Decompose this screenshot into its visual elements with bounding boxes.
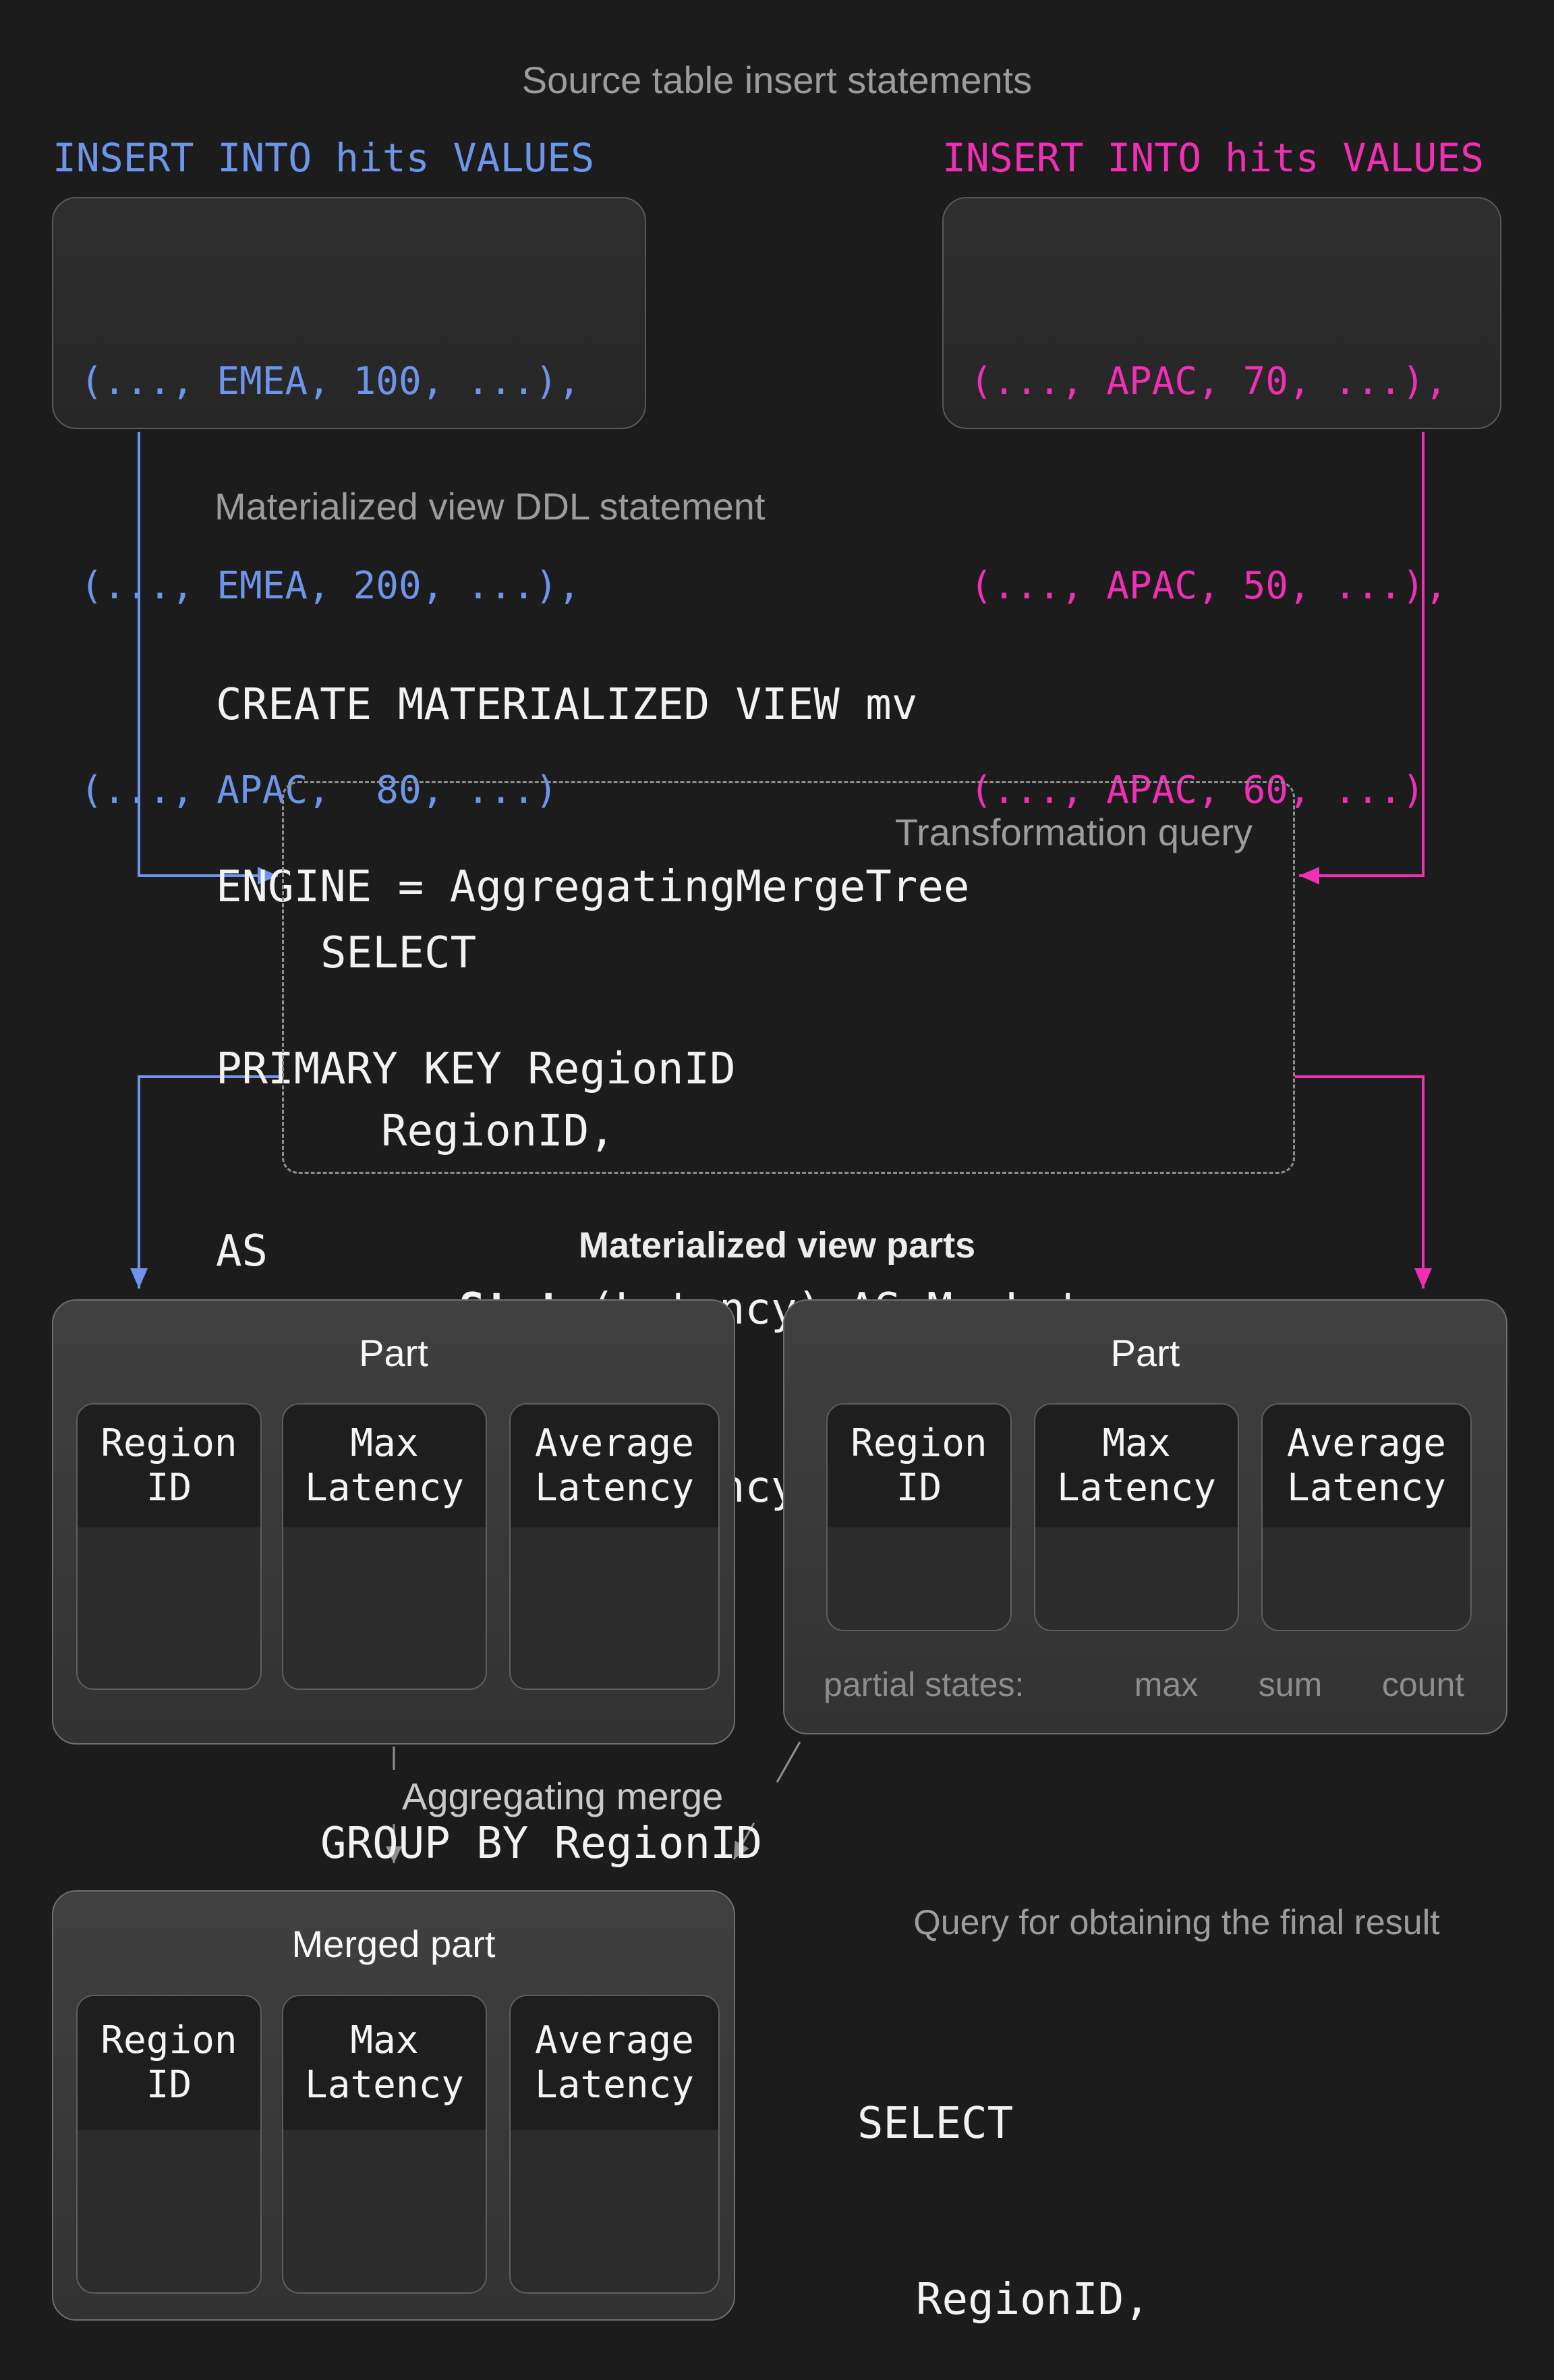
partial-state-max: max	[1134, 1666, 1199, 1703]
ddl-code-line: PRIMARY KEY RegionID	[216, 1044, 736, 1094]
insert-left-rows: (..., EMEA, 100, ...), (..., EMEA, 200, …	[80, 211, 581, 961]
column-values: 200 80	[283, 2130, 486, 2292]
column-header: Max Latency	[283, 1996, 486, 2130]
insert-right-rows: (..., APAC, 70, ...), (..., APAC, 50, ..…	[970, 211, 1447, 961]
column-header: Average Latency	[1263, 1405, 1470, 1527]
part-left-region-column: Region ID EMEA APAC	[76, 1403, 262, 1690]
insert-left-box	[52, 197, 646, 429]
cell-value: 200	[283, 2288, 486, 2292]
part-right-region-column: Region ID APAC	[826, 1403, 1012, 1631]
ddl-code-line: AS	[216, 1226, 268, 1276]
column-values: 200 80	[283, 1527, 486, 1689]
column-header: Region ID	[78, 1996, 260, 2130]
column-values: 180, 3	[1263, 1527, 1470, 1630]
final-query-label: Query for obtaining the final result	[913, 1903, 1440, 1942]
cell-value: EMEA	[78, 2288, 260, 2292]
part-left-panel: Part Region ID EMEA APAC Max Latency 200…	[52, 1299, 735, 1745]
column-values: EMEA APAC	[78, 2130, 260, 2292]
insert-left-row: (..., APAC, 80, ...)	[80, 768, 558, 812]
materialized-view-parts-title: Materialized view parts	[578, 1225, 976, 1266]
merged-maxlatency-column: Max Latency 200 80	[282, 1995, 487, 2294]
insert-left-row: (..., EMEA, 200, ...),	[80, 564, 581, 608]
cell-value: 300, 2	[511, 2288, 718, 2292]
insert-left-row: (..., EMEA, 100, ...),	[80, 360, 581, 403]
part-left-avglatency-column: Average Latency 300, 2 80, 1	[509, 1403, 720, 1690]
insert-right-box	[942, 197, 1501, 429]
insert-right-row: (..., APAC, 60, ...)	[970, 768, 1425, 812]
transformation-query-box: Transformation query	[282, 781, 1295, 1174]
partial-state-sum: sum	[1258, 1666, 1323, 1703]
cell-value: 300, 2	[511, 1678, 718, 1689]
merged-part-title: Merged part	[291, 1923, 496, 1965]
code-line: RegionID,	[916, 2275, 1150, 2325]
column-header: Average Latency	[511, 1996, 718, 2130]
ddl-code-line: CREATE MATERIALIZED VIEW mv	[216, 680, 918, 730]
partial-states-label: partial states:	[824, 1666, 1025, 1703]
ddl-code-block: CREATE MATERIALIZED VIEW mv ENGINE = Agg…	[216, 553, 969, 1403]
partial-state-count: count	[1381, 1666, 1465, 1703]
insert-left-statement: INSERT INTO hits VALUES	[53, 135, 595, 181]
part-left-maxlatency-column: Max Latency 200 80	[282, 1403, 487, 1690]
column-header: Max Latency	[1035, 1405, 1238, 1527]
insert-right-row: (..., APAC, 50, ...),	[970, 564, 1448, 608]
column-values: 300, 2 80, 1	[511, 1527, 718, 1689]
column-values: 300, 2 260, 4	[511, 2130, 718, 2292]
column-values: APAC	[828, 1527, 1010, 1630]
insert-right-row: (..., APAC, 70, ...),	[970, 360, 1448, 403]
transformation-query-label: Transformation query	[894, 811, 1253, 853]
aggregating-merge-label: Aggregating merge	[402, 1775, 724, 1817]
column-header: Region ID	[828, 1405, 1010, 1527]
ddl-section-label: Materialized view DDL statement	[214, 485, 766, 528]
code-line: GROUP BY RegionID	[320, 1819, 763, 1869]
insert-right-statement: INSERT INTO hits VALUES	[942, 135, 1485, 181]
ddl-code-line: ENGINE = AggregatingMergeTree	[216, 862, 970, 912]
column-header: Max Latency	[283, 1405, 486, 1527]
page-title: Source table insert statements	[521, 59, 1033, 101]
cell-value: EMEA	[78, 1678, 260, 1689]
column-values: EMEA APAC	[78, 1527, 260, 1689]
merged-part-panel: Merged part Region ID EMEA APAC Max Late…	[52, 1890, 735, 2321]
part-right-maxlatency-column: Max Latency 70	[1034, 1403, 1239, 1631]
column-header: Average Latency	[511, 1405, 718, 1527]
part-right-avglatency-column: Average Latency 180, 3	[1261, 1403, 1472, 1631]
cell-value: 200	[283, 1678, 486, 1689]
code-line: RegionID,	[381, 1106, 615, 1156]
code-line: SELECT	[320, 928, 477, 978]
part-right-title: Part	[1110, 1332, 1180, 1374]
column-header: Region ID	[78, 1405, 260, 1527]
merged-avglatency-column: Average Latency 300, 2 260, 4	[509, 1995, 720, 2294]
merged-region-column: Region ID EMEA APAC	[76, 1995, 262, 2294]
column-values: 70	[1035, 1527, 1238, 1630]
part-left-title: Part	[359, 1332, 428, 1374]
code-line: SELECT	[857, 2099, 1014, 2149]
part-right-panel: Part Region ID APAC Max Latency 70 Avera…	[783, 1299, 1507, 1734]
